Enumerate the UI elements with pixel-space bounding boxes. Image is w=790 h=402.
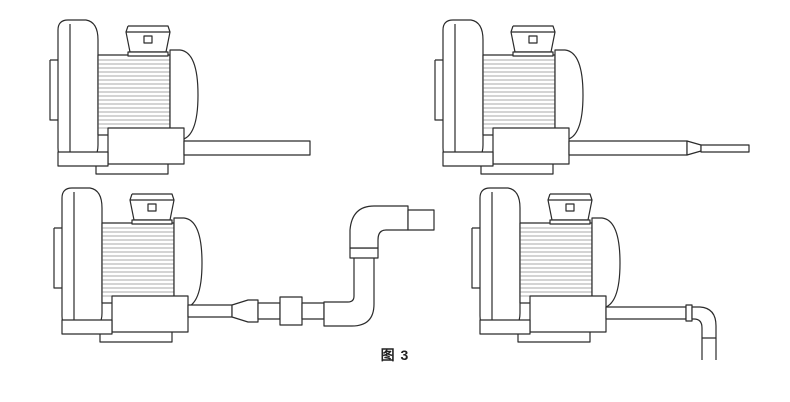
figure-caption: 图 3 [380,347,410,363]
blower-tapered-nozzle [434,19,750,175]
blower-down-elbow [471,187,717,360]
blower-reducer-elbow [53,187,435,343]
blower-straight-pipe [49,19,311,175]
